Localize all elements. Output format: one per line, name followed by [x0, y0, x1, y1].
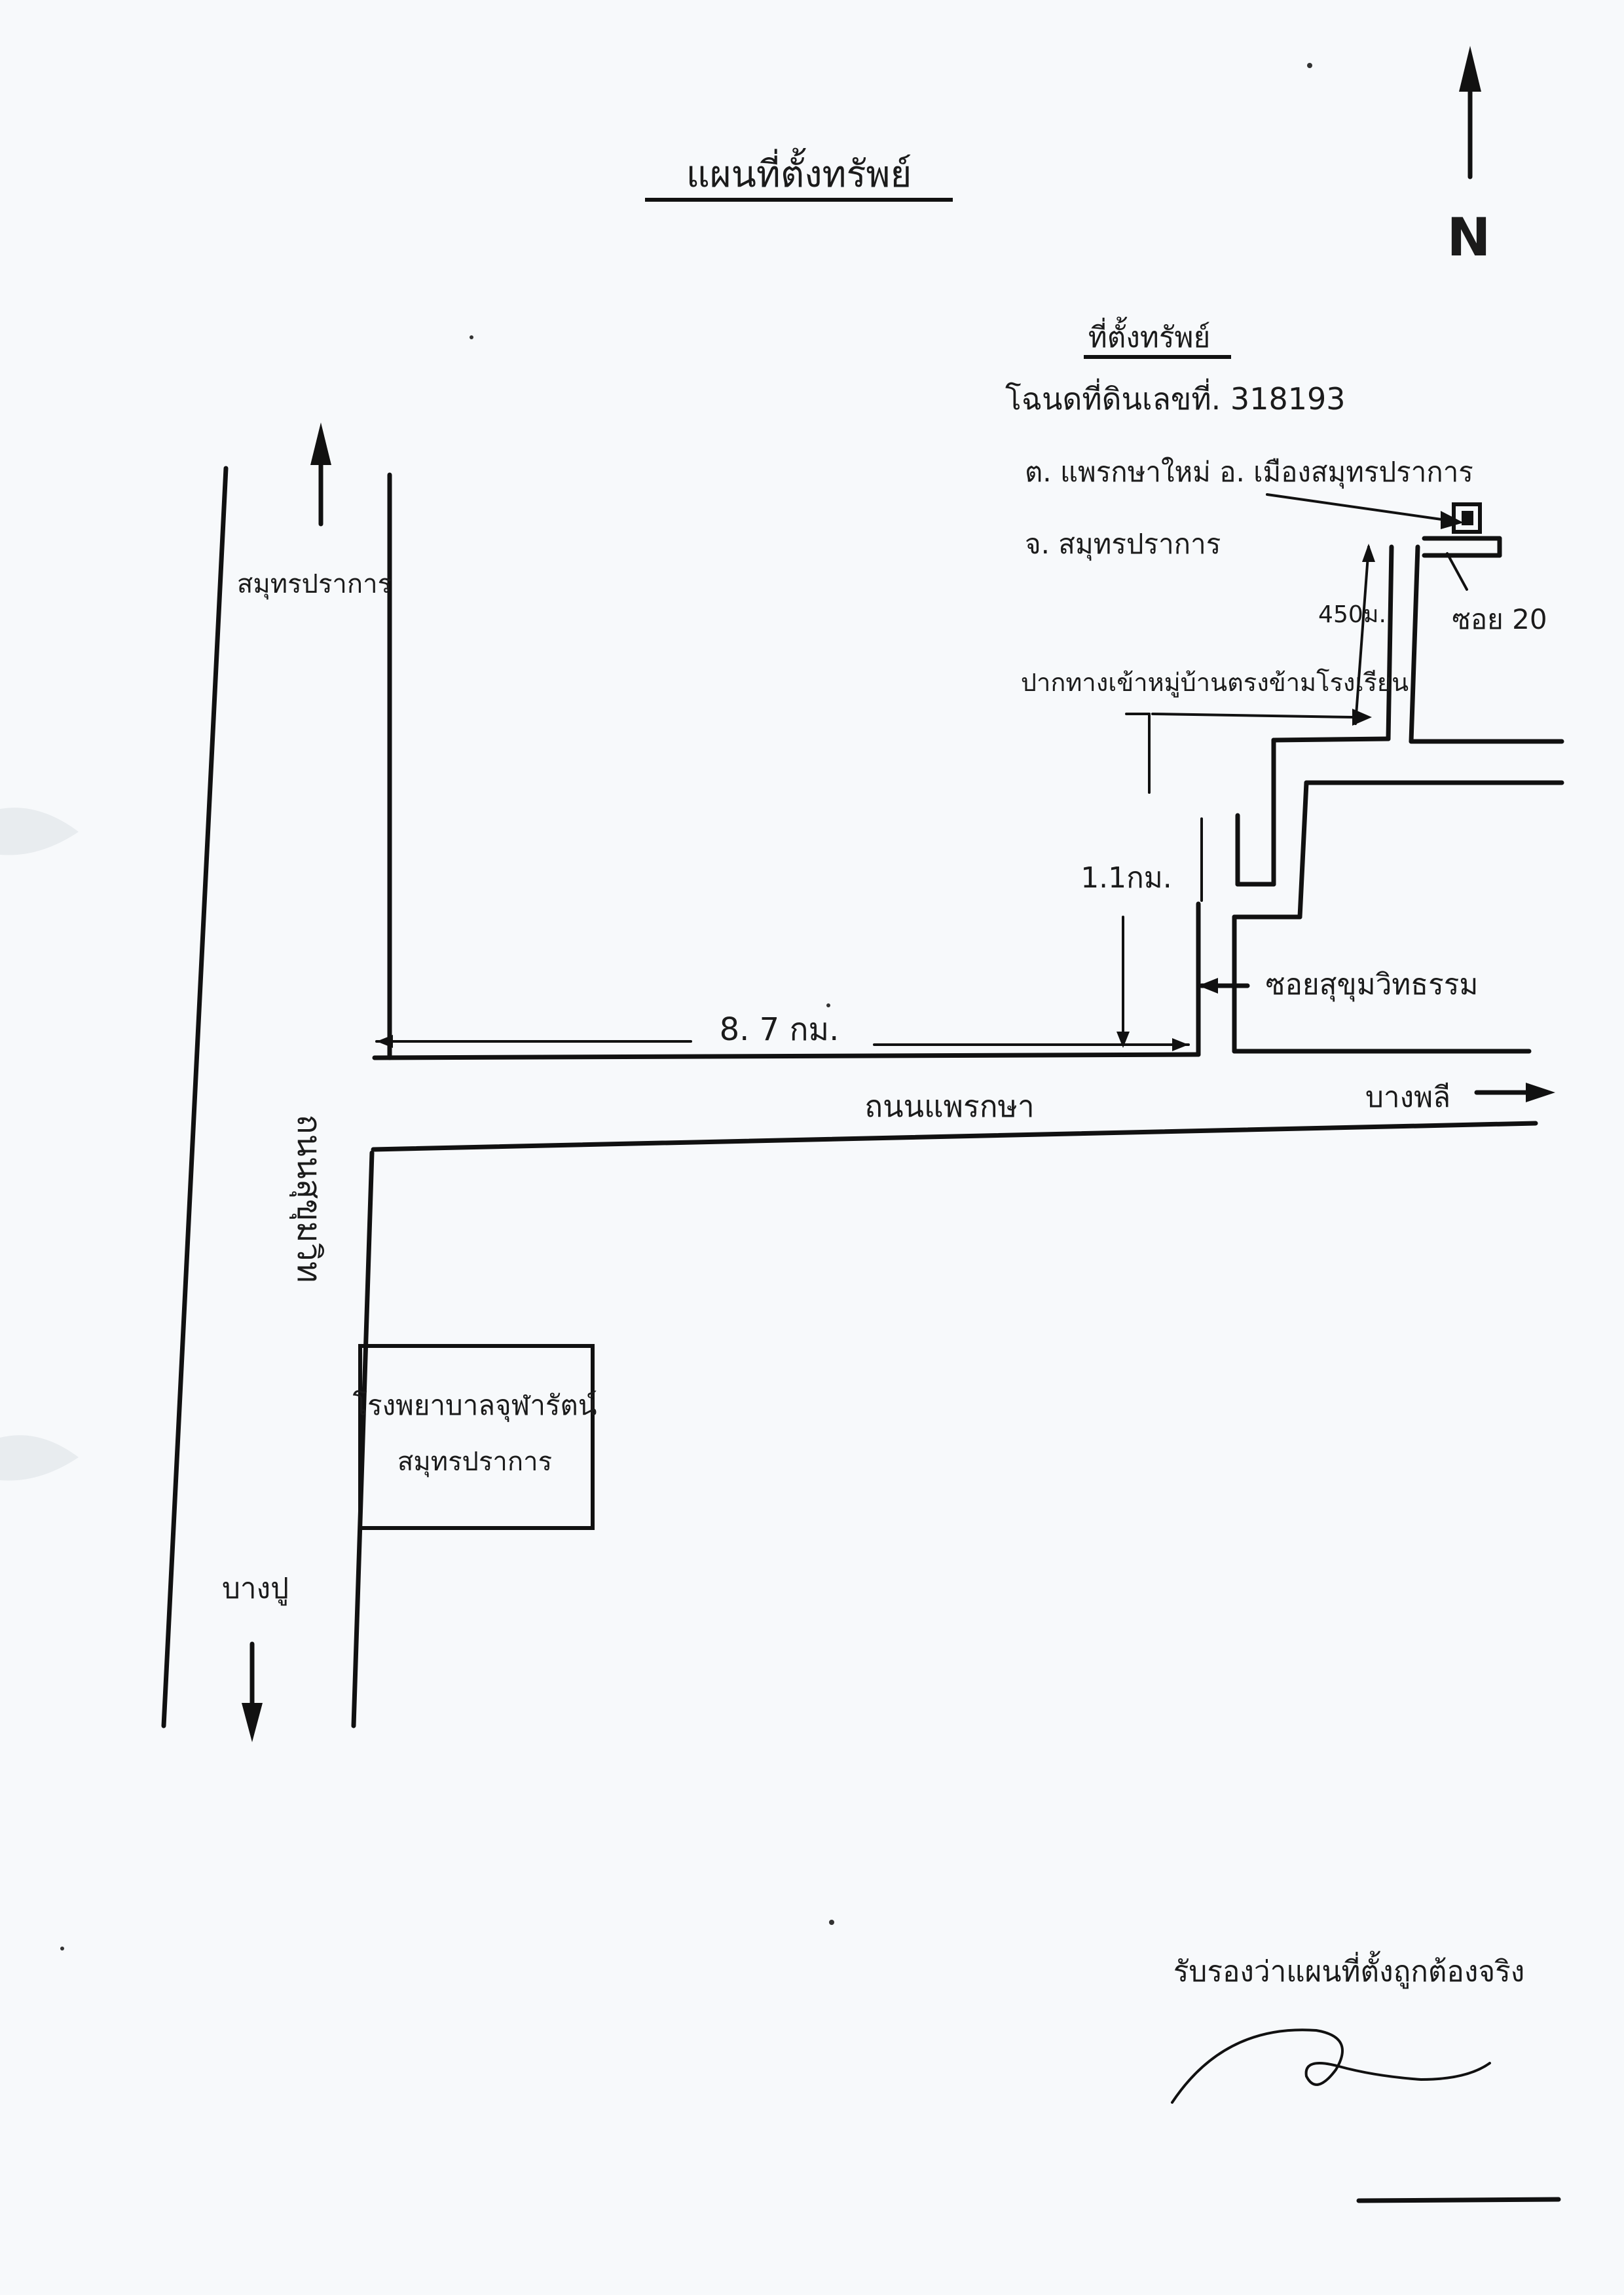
direction-north-label: สมุทรปราการ — [237, 569, 392, 600]
distance-soi: 1.1กม. — [1080, 861, 1172, 895]
road-phraeksa — [371, 1049, 1538, 1152]
arrow-left-icon — [1198, 978, 1250, 994]
distance-main-road: 8. 7 กม. — [720, 1011, 840, 1048]
hospital-subtitle: สมุทรปราการ — [397, 1447, 552, 1478]
arrow-up-icon — [310, 422, 331, 527]
scan-specks — [60, 63, 1312, 1950]
soi-roads — [1196, 544, 1564, 1057]
distance-property: 450ม. — [1318, 601, 1386, 628]
distance-main-dimension — [375, 1035, 1190, 1051]
soi-entrance-label: ซอยสุขุมวิทธรรม — [1266, 968, 1479, 1002]
hospital-box — [358, 1344, 595, 1530]
soi-20-leader — [1446, 552, 1468, 591]
deed-number: โฉนดที่ดินเลขที่. 318193 — [1005, 378, 1346, 417]
signature-rule — [1356, 2197, 1561, 2203]
property-pointer-arrow — [1266, 493, 1464, 529]
distance-property-dimension — [1354, 544, 1375, 725]
property-marker — [1422, 502, 1502, 558]
north-arrow-icon — [1459, 46, 1481, 179]
arrow-down-icon — [242, 1641, 263, 1742]
handwritten-signature — [1171, 2028, 1491, 2104]
soi-20-label: ซอย 20 — [1452, 603, 1547, 635]
map-title: แผนที่ตั้งทรัพย์ — [686, 148, 912, 196]
arrow-right-icon — [1474, 1083, 1555, 1102]
road-phraeksa-label: ถนนแพรกษา — [864, 1089, 1034, 1124]
junction-note: ปากทางเข้าหมู่บ้านตรงข้ามโรงเรียน — [1021, 668, 1409, 698]
distance-soi-dimension — [1116, 713, 1151, 1048]
direction-south-label: บางปู — [222, 1572, 289, 1606]
road-sukhumvit — [161, 466, 392, 1728]
binder-holes — [0, 808, 79, 1481]
certification-caption: รับรองว่าแผนที่ตั้งถูกต้องจริง — [1173, 1950, 1524, 1989]
district-line: ต. แพรกษาใหม่ อ. เมืองสมุทรปราการ — [1025, 456, 1473, 489]
road-sukhumvit-label: ถนนสุขุมวิท — [289, 1114, 328, 1282]
north-label: N — [1447, 207, 1491, 268]
hospital-name: โรงพยาบาลจุฬารัตน์ — [353, 1389, 597, 1423]
property-heading: ที่ตั้งทรัพย์ — [1088, 316, 1210, 354]
junction-leader — [1151, 709, 1372, 726]
direction-east-label: บางพลี — [1365, 1081, 1450, 1114]
province-line: จ. สมุทรปราการ — [1025, 528, 1221, 561]
